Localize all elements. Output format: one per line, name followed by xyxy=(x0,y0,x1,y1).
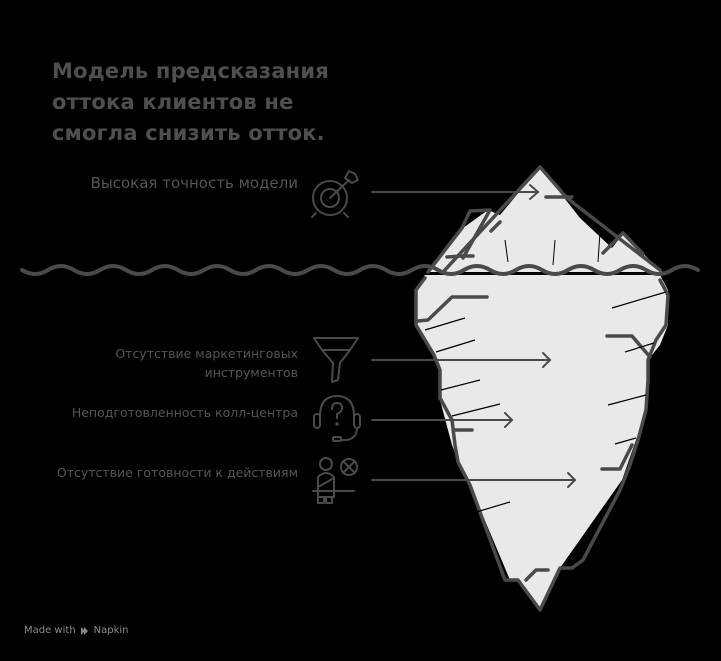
footer-attribution: Made with Napkin xyxy=(24,625,129,636)
napkin-logo-icon xyxy=(80,626,88,635)
iceberg-underwater xyxy=(414,275,670,612)
label-no-marketing-tools: Отсутствие маркетинговых инструментов xyxy=(115,346,298,380)
brand-name: Napkin xyxy=(93,625,129,636)
arrow-call-center xyxy=(371,412,514,428)
label-call-center-unprepared: Неподготовленность колл-центра xyxy=(71,405,298,420)
page-title: Модель предсказания оттока клиентов не с… xyxy=(52,59,329,145)
headset-question-icon xyxy=(313,395,361,442)
funnel-icon xyxy=(313,337,359,383)
made-with-text: Made with xyxy=(24,625,76,636)
arrow-action-readiness xyxy=(371,472,577,488)
waterline xyxy=(20,264,700,276)
label-high-accuracy: Высокая точность модели xyxy=(90,174,298,192)
target-icon xyxy=(311,170,359,218)
person-seated-cancel-icon xyxy=(312,457,358,504)
arrow-no-marketing-tools xyxy=(371,352,552,368)
iceberg-tip xyxy=(426,165,662,274)
label-no-action-readiness: Отсутствие готовности к действиям xyxy=(56,465,298,480)
arrow-high-accuracy xyxy=(371,184,540,200)
